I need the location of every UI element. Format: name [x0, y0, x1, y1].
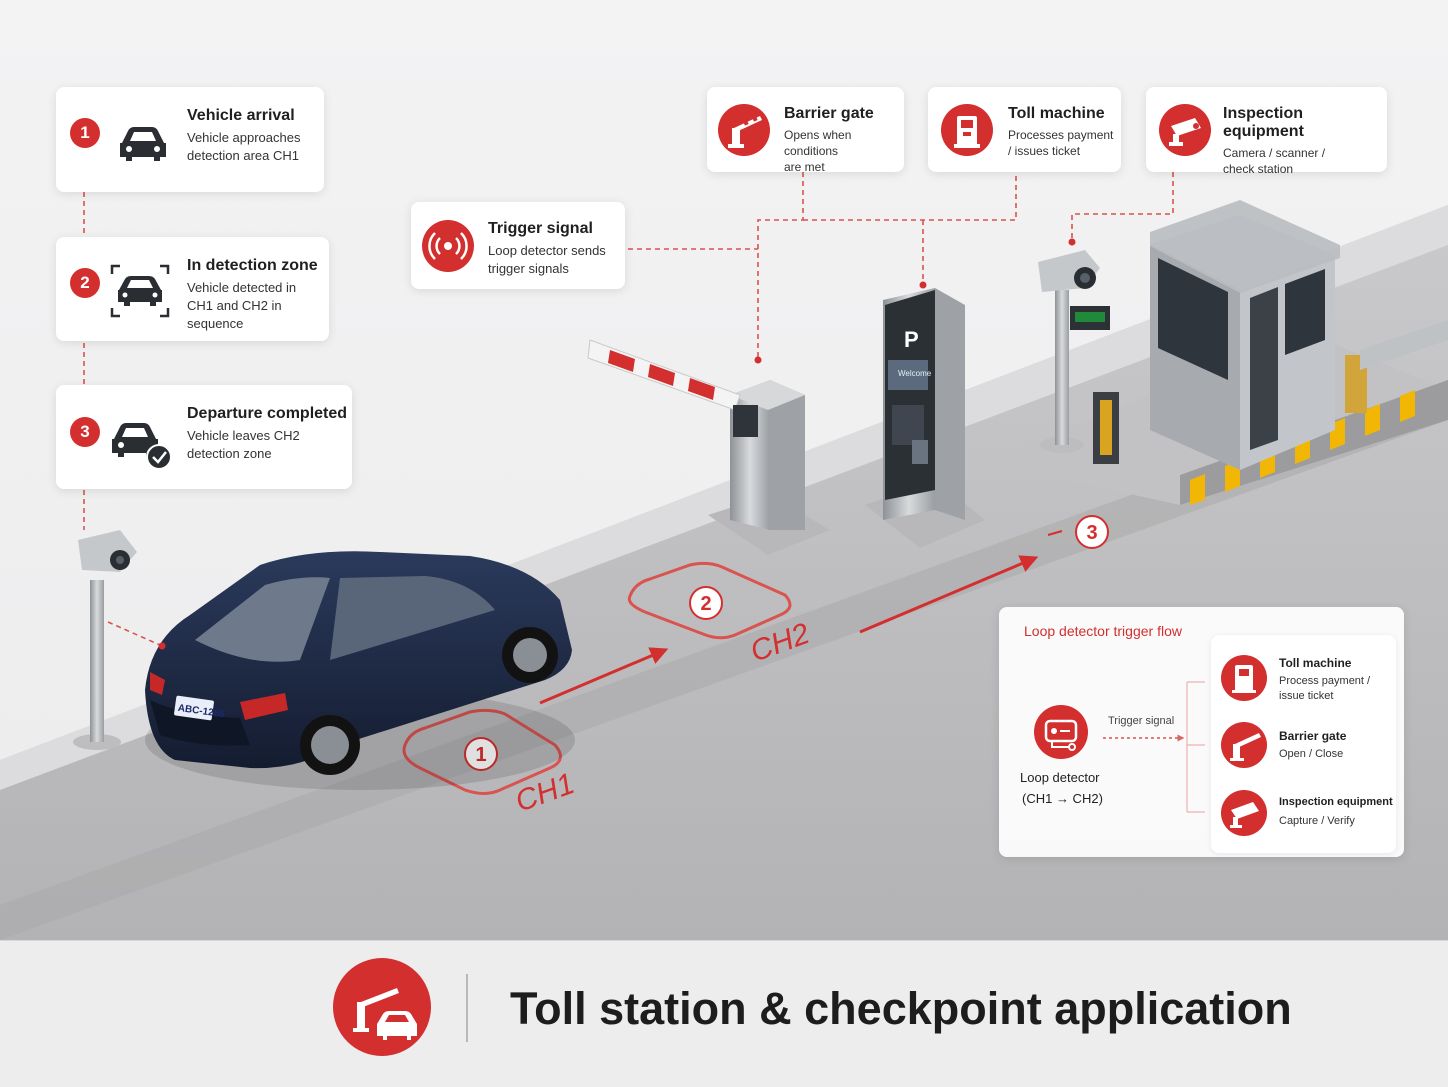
zone-badge-2: 2	[689, 586, 723, 620]
movement-arrow-2	[859, 555, 1039, 634]
step-card-1: 1 Vehicle arrival Vehicle approaches dete…	[56, 87, 324, 192]
trigger-signal-card: Trigger signal Loop detector sends trigge…	[411, 202, 625, 289]
step-desc-1a: Vehicle approaches	[187, 130, 301, 145]
target-title-barrier: Barrier gate	[1279, 729, 1347, 743]
step-number-2: 2	[70, 268, 100, 298]
trigger-desc-b: trigger signals	[488, 261, 569, 276]
camera-icon	[1221, 790, 1267, 836]
target-sub-toll-a: Process payment /	[1279, 675, 1371, 687]
trigger-title: Trigger signal	[488, 220, 593, 237]
movement-arrow-1	[539, 647, 669, 705]
svg-text:1: 1	[475, 744, 486, 766]
step-title-3: Departure completed	[187, 405, 348, 422]
step-desc-1b: detection area CH1	[187, 148, 300, 163]
loop-detector-icon	[1034, 705, 1088, 759]
exit-barrier	[1345, 320, 1448, 413]
footer: Toll station & checkpoint application	[0, 940, 1448, 1087]
barrier-card-desc-b: are met	[784, 160, 825, 174]
step-number-3: 3	[70, 417, 100, 447]
loop-detector-title: Loop detector	[1020, 770, 1100, 785]
target-title-toll: Toll machine	[1279, 656, 1352, 670]
barrier-gate-icon	[1221, 722, 1267, 768]
target-sub-barrier: Open / Close	[1279, 748, 1344, 760]
step-title-1: Vehicle arrival	[187, 107, 295, 124]
step-title-2: In detection zone	[187, 257, 318, 274]
loop-detector-sub: (CH1 → CH2)	[1022, 791, 1103, 806]
step-desc-2a: Vehicle detected in	[187, 280, 297, 295]
camera-icon	[1159, 104, 1211, 156]
barrier-gate-icon	[718, 104, 770, 156]
toll-card-desc-a: Processes payment	[1008, 128, 1114, 142]
inspection-card-desc-a: Camera / scanner /	[1223, 146, 1326, 160]
loop-zone-ch2	[627, 561, 792, 640]
inspection-equipment-card: Inspection equipment Camera / scanner / c…	[1146, 87, 1387, 176]
trigger-desc-a: Loop detector sends	[488, 243, 606, 258]
inspection-booth	[1150, 200, 1340, 470]
toll-machine-icon	[941, 104, 993, 156]
kiosk-letter: P	[904, 327, 919, 352]
toll-machine-card: Toll machine Processes payment / issues t…	[928, 87, 1121, 172]
car-icon	[120, 127, 166, 161]
toll-kiosk	[865, 288, 985, 548]
zone-badge-3: 3	[1075, 515, 1109, 549]
step-desc-2b: CH1 and CH2 in sequence	[187, 298, 282, 331]
barrier-card-title: Barrier gate	[784, 105, 874, 122]
target-sub-toll-b: issue ticket	[1279, 690, 1334, 702]
kiosk-screen-text: Welcome	[898, 369, 932, 378]
svg-text:2: 2	[700, 593, 711, 615]
connector-lines	[83, 172, 1174, 646]
entry-camera	[73, 530, 137, 750]
inspection-card-desc-b: check station	[1223, 162, 1294, 176]
flow-connectors	[1103, 681, 1205, 813]
target-title-inspection: Inspection equipment	[1279, 796, 1393, 808]
barrier-card-desc-a: Opens when conditions	[784, 128, 852, 158]
barrier-gate-card: Barrier gate Opens when conditions are me…	[707, 87, 904, 174]
svg-text:3: 3	[1086, 522, 1097, 544]
footer-title: Toll station & checkpoint application	[510, 983, 1292, 1034]
step-number-1: 1	[70, 118, 100, 148]
loop-zone-ch1	[402, 708, 562, 795]
trigger-flow-panel: Loop detector trigger flow Loop detector…	[999, 607, 1404, 857]
inspection-card-title: Inspection equipment	[1223, 105, 1304, 140]
toll-machine-icon	[1221, 655, 1267, 701]
car: ABC-1286	[145, 551, 575, 790]
flow-title: Loop detector trigger flow	[1024, 623, 1182, 639]
footer-divider	[466, 974, 468, 1042]
inspection-camera	[1038, 250, 1110, 453]
step-desc-3b: detection zone	[187, 446, 272, 461]
flow-targets-box: Toll machine Process payment / issue tick…	[1211, 635, 1396, 853]
detection-zone-car-icon	[110, 264, 170, 318]
car-check-icon	[112, 423, 172, 470]
signal-icon	[422, 220, 474, 272]
toll-checkpoint-icon	[333, 958, 431, 1056]
step-card-2: 2 In detection zone Vehicle detected in C…	[56, 237, 329, 341]
target-sub-inspection: Capture / Verify	[1279, 815, 1355, 827]
trigger-arrow-label: Trigger signal	[1108, 715, 1175, 727]
zone-badge-1: 1	[464, 737, 498, 771]
step-card-3: 3 Departure completed Vehicle leaves CH2…	[56, 385, 352, 489]
step-desc-3a: Vehicle leaves CH2	[187, 428, 300, 443]
toll-card-desc-b: / issues ticket	[1008, 144, 1081, 158]
toll-card-title: Toll machine	[1008, 105, 1105, 122]
barrier-gate	[587, 339, 830, 555]
